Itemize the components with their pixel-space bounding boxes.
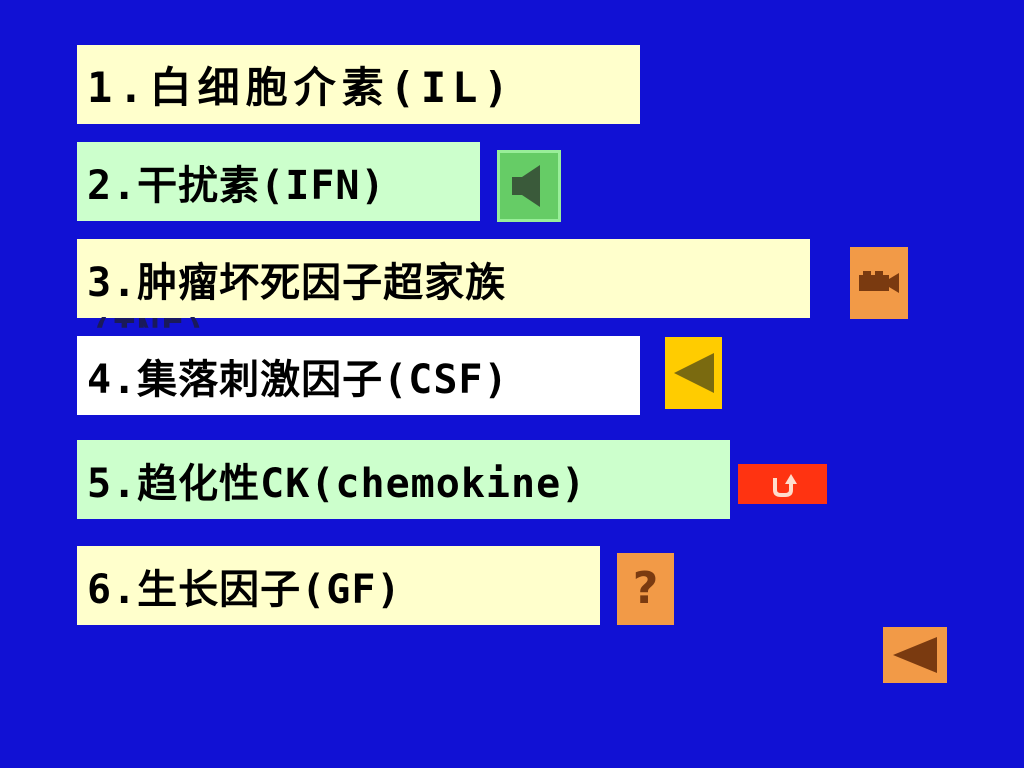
back-arrow-icon [673, 353, 714, 393]
item-interferon: 2.干扰素(IFN) [77, 142, 480, 221]
movie-button[interactable] [850, 247, 908, 319]
back-button[interactable] [665, 337, 722, 409]
back-corner-button[interactable] [883, 627, 947, 683]
back-arrow-icon [893, 637, 937, 673]
return-button[interactable] [738, 464, 827, 504]
item-label: 6.生长因子(GF) [87, 566, 402, 613]
item-label: 3.肿瘤坏死因子超家族 [87, 259, 507, 306]
item-growth-factor: 6.生长因子(GF) [77, 546, 600, 625]
item-label: 4.集落刺激因子(CSF) [87, 356, 509, 403]
movie-camera-icon [859, 271, 899, 293]
item-label-overflow: (TNF) [89, 311, 209, 355]
question-mark-icon: ? [632, 563, 659, 614]
item-chemokine: 5.趋化性CK(chemokine) [77, 440, 730, 519]
help-button[interactable]: ? [617, 553, 674, 625]
item-label: 1.白细胞介素(IL) [87, 63, 515, 112]
item-label: 2.干扰素(IFN) [87, 162, 386, 209]
item-tnf-superfamily: 3.肿瘤坏死因子超家族 (TNF) [77, 239, 810, 328]
return-arrow-icon [772, 474, 797, 497]
sound-button[interactable] [497, 150, 561, 222]
item-interleukin: 1.白细胞介素(IL) [77, 45, 640, 124]
speaker-icon [512, 165, 540, 207]
item-label: 5.趋化性CK(chemokine) [87, 460, 587, 507]
item-csf: 4.集落刺激因子(CSF) [77, 336, 640, 415]
